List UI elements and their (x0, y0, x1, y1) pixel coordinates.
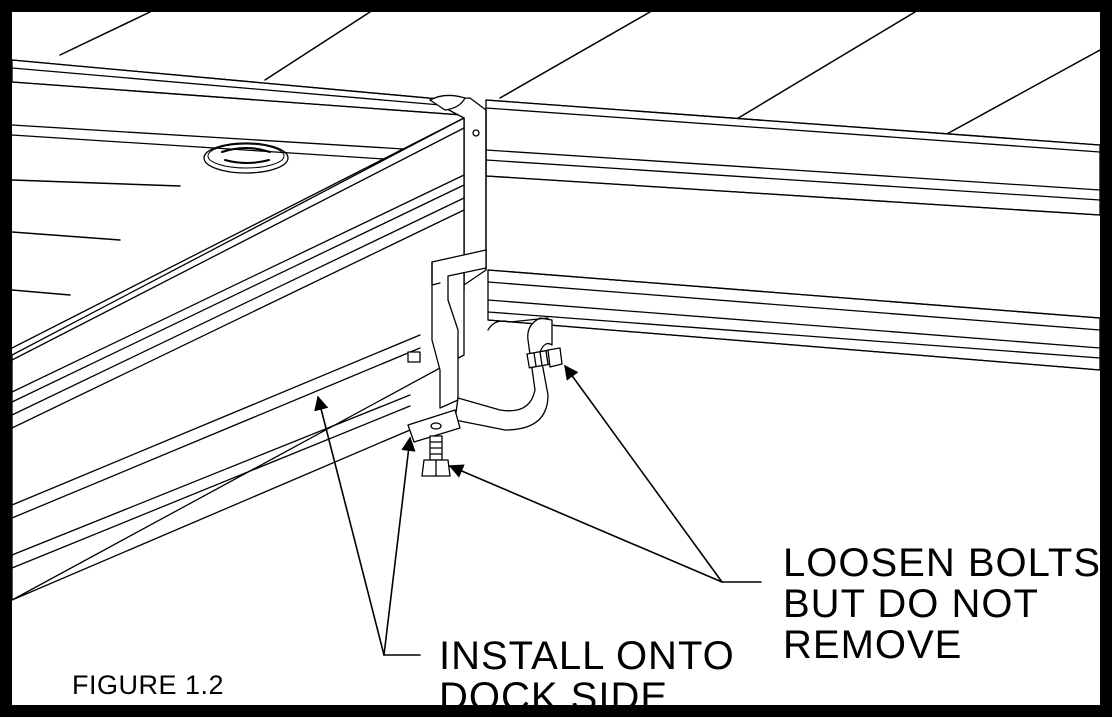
top-left-rail (12, 59, 463, 161)
install-line-1: INSTALL ONTO (439, 634, 735, 678)
deck-boards (12, 12, 1100, 296)
loosen-bolts-callout: LOOSEN BOLTS, BUT DO NOT REMOVE (783, 541, 1112, 667)
dock-bracket-illustration (12, 12, 1100, 656)
install-line-2: DOCK SIDE (439, 675, 669, 717)
loosen-line-3: REMOVE (783, 623, 963, 667)
dock-cap-disc (203, 142, 289, 174)
loosen-line-2: BUT DO NOT (783, 582, 1039, 626)
callout-leaders (314, 364, 762, 656)
mounting-bracket (407, 249, 563, 477)
loosen-line-1: LOOSEN BOLTS, (783, 541, 1112, 585)
install-onto-dock-callout: INSTALL ONTO DOCK SIDE (439, 634, 735, 717)
figure-label: FIGURE 1.2 (72, 670, 225, 700)
front-beam (12, 117, 465, 601)
right-side-rail (485, 99, 1100, 371)
